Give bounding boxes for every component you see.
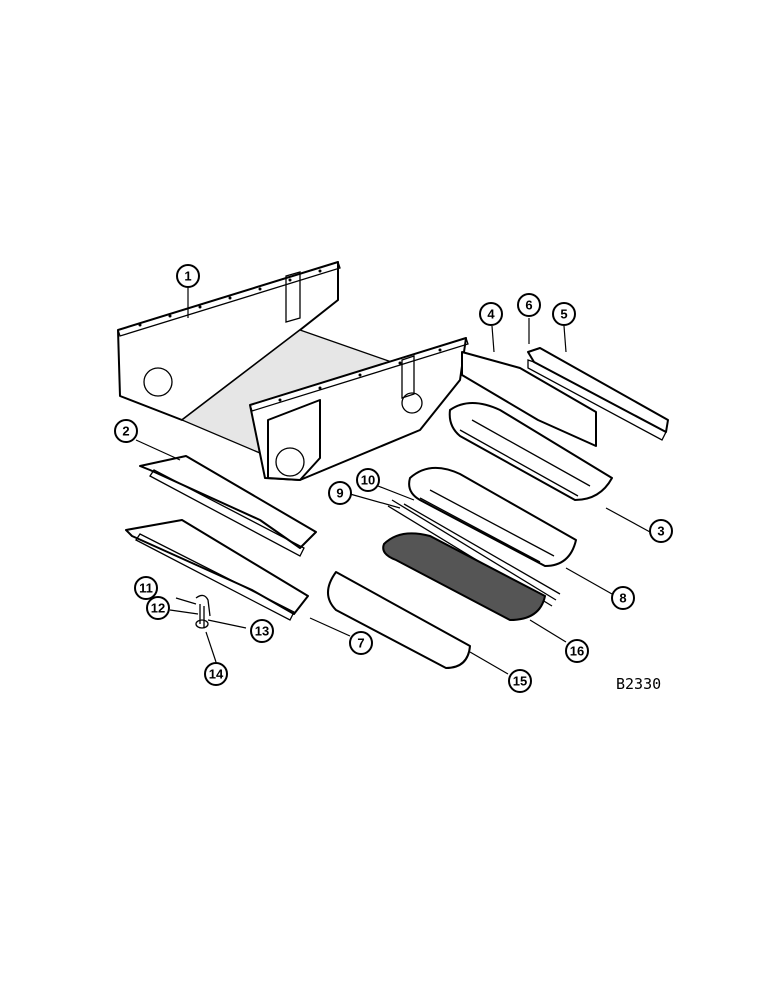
callout-2: 2 xyxy=(114,419,138,443)
figure-reference-code: B2330 xyxy=(616,675,661,693)
callout-7-label: 7 xyxy=(357,636,364,651)
angle-strip-part-5-6 xyxy=(527,347,669,441)
callout-12: 12 xyxy=(146,596,170,620)
trough-part-3 xyxy=(448,402,613,501)
rail-part-2 xyxy=(139,455,317,557)
callout-13: 13 xyxy=(250,619,274,643)
callout-15: 15 xyxy=(508,669,532,693)
callout-9-label: 9 xyxy=(336,486,343,501)
callout-7: 7 xyxy=(349,631,373,655)
main-frame-assembly xyxy=(117,261,469,481)
callout-6: 6 xyxy=(517,293,541,317)
callout-15-label: 15 xyxy=(513,674,527,689)
callout-11-label: 11 xyxy=(139,581,153,596)
callout-16-label: 16 xyxy=(570,644,584,659)
callout-16: 16 xyxy=(565,639,589,663)
callout-3-label: 3 xyxy=(657,524,664,539)
callout-12-label: 12 xyxy=(151,601,165,616)
curved-plate-part-15 xyxy=(327,571,471,669)
trough-part-8 xyxy=(408,467,577,567)
callout-4: 4 xyxy=(479,302,503,326)
callout-11: 11 xyxy=(134,576,158,600)
callout-3: 3 xyxy=(649,519,673,543)
callout-10-label: 10 xyxy=(361,473,375,488)
callout-2-label: 2 xyxy=(122,424,129,439)
callout-1: 1 xyxy=(176,264,200,288)
callout-9: 9 xyxy=(328,481,352,505)
plate-part-4 xyxy=(461,351,597,447)
callout-8: 8 xyxy=(611,586,635,610)
callout-14-label: 14 xyxy=(209,667,224,682)
callout-5-label: 5 xyxy=(560,307,567,322)
rail-part-7 xyxy=(125,519,309,621)
screen-part-16 xyxy=(382,532,547,622)
callout-13-label: 13 xyxy=(255,624,269,639)
callout-10: 10 xyxy=(356,468,380,492)
callout-4-label: 4 xyxy=(487,307,495,322)
callout-14: 14 xyxy=(204,662,228,686)
leader-lines xyxy=(135,288,651,675)
callout-8-label: 8 xyxy=(619,591,626,606)
callout-1-label: 1 xyxy=(184,269,191,284)
hook-hardware-part-11-14 xyxy=(195,594,211,629)
callout-5: 5 xyxy=(552,302,576,326)
callout-6-label: 6 xyxy=(525,298,532,313)
